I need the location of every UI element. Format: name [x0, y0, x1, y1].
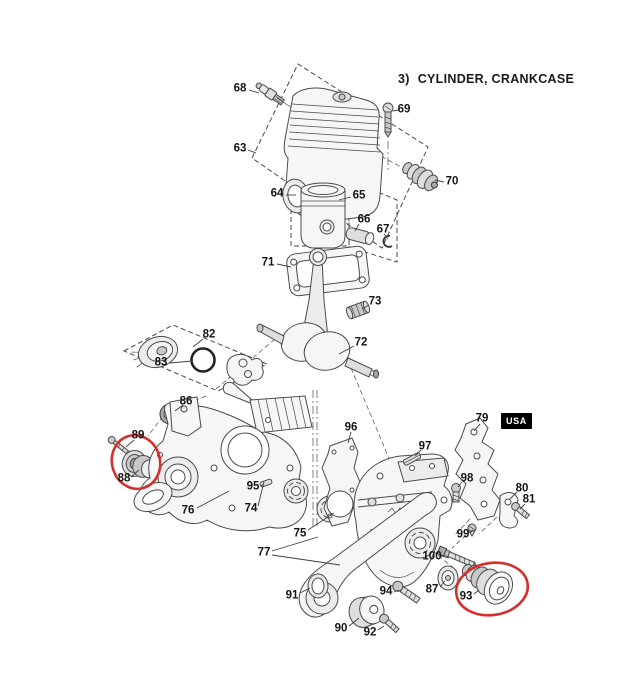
part-label-68: 68	[233, 82, 247, 95]
part-label-98: 98	[460, 472, 474, 485]
part-label-72: 72	[354, 336, 368, 349]
highlight-layer	[110, 433, 530, 617]
screw-81	[511, 502, 531, 520]
leader-lines	[125, 89, 526, 631]
part-label-67: 67	[376, 223, 390, 236]
part-label-79: 79	[475, 412, 489, 425]
dashed-group-boxes	[122, 63, 429, 392]
part-label-91: 91	[285, 589, 299, 602]
screw-92	[379, 613, 400, 634]
coil-part-70	[402, 162, 439, 192]
bolt-100	[436, 545, 478, 568]
part-label-81: 81	[522, 493, 536, 506]
part-label-86: 86	[179, 395, 193, 408]
part-label-70: 70	[445, 175, 459, 188]
part-label-69: 69	[397, 103, 411, 116]
section-number: 3)	[398, 72, 410, 86]
part-label-87: 87	[425, 583, 439, 596]
highlight-ellipse-88	[110, 433, 162, 491]
screw-94	[392, 580, 421, 604]
part-label-99: 99	[456, 528, 470, 541]
oiler-cap-group-82-83	[131, 335, 264, 386]
part-label-65: 65	[352, 189, 366, 202]
part-label-88: 88	[117, 472, 131, 485]
bracket-79	[454, 417, 501, 521]
part-label-64: 64	[270, 187, 284, 200]
screw-69	[382, 102, 394, 138]
usa-badge: USA	[501, 413, 532, 429]
part-label-90: 90	[334, 622, 348, 635]
section-name: CYLINDER, CRANKCASE	[417, 72, 575, 86]
crankcase-gasket-96	[321, 437, 361, 527]
wrist-pin-66	[345, 227, 375, 245]
pin-97	[402, 452, 422, 466]
part-label-82: 82	[202, 328, 216, 341]
part-label-77: 77	[257, 546, 271, 559]
part-label-93: 93	[459, 590, 473, 603]
part-label-96: 96	[344, 421, 358, 434]
pulley-90	[348, 595, 385, 628]
part-label-71: 71	[261, 256, 275, 269]
page-title: 3) CYLINDER, CRANKCASE	[398, 72, 574, 86]
crankshaft-72	[256, 248, 379, 379]
ring-91	[307, 573, 329, 599]
screw-98	[451, 483, 461, 503]
part-label-100: 100	[422, 550, 442, 563]
part-label-63: 63	[233, 142, 247, 155]
part-label-83: 83	[154, 356, 168, 369]
tensioner-arm-77	[298, 492, 437, 618]
part-label-89: 89	[131, 429, 145, 442]
part-label-80: 80	[515, 482, 529, 495]
part-label-97: 97	[418, 440, 432, 453]
part-label-76: 76	[181, 504, 195, 517]
piston-64-65	[300, 182, 346, 249]
spark-plug-68	[255, 82, 286, 106]
part-label-73: 73	[368, 295, 382, 308]
part-label-95: 95	[246, 480, 260, 493]
part-label-92: 92	[363, 626, 377, 639]
o-ring-83	[190, 347, 216, 373]
part-label-94: 94	[379, 585, 393, 598]
part-label-66: 66	[357, 213, 371, 226]
cone-part-93	[461, 563, 513, 605]
part-label-75: 75	[293, 527, 307, 540]
part-label-74: 74	[244, 502, 258, 515]
circlip-67	[382, 235, 393, 248]
bracket-80	[499, 492, 519, 529]
highlight-ellipse-93	[454, 561, 530, 617]
